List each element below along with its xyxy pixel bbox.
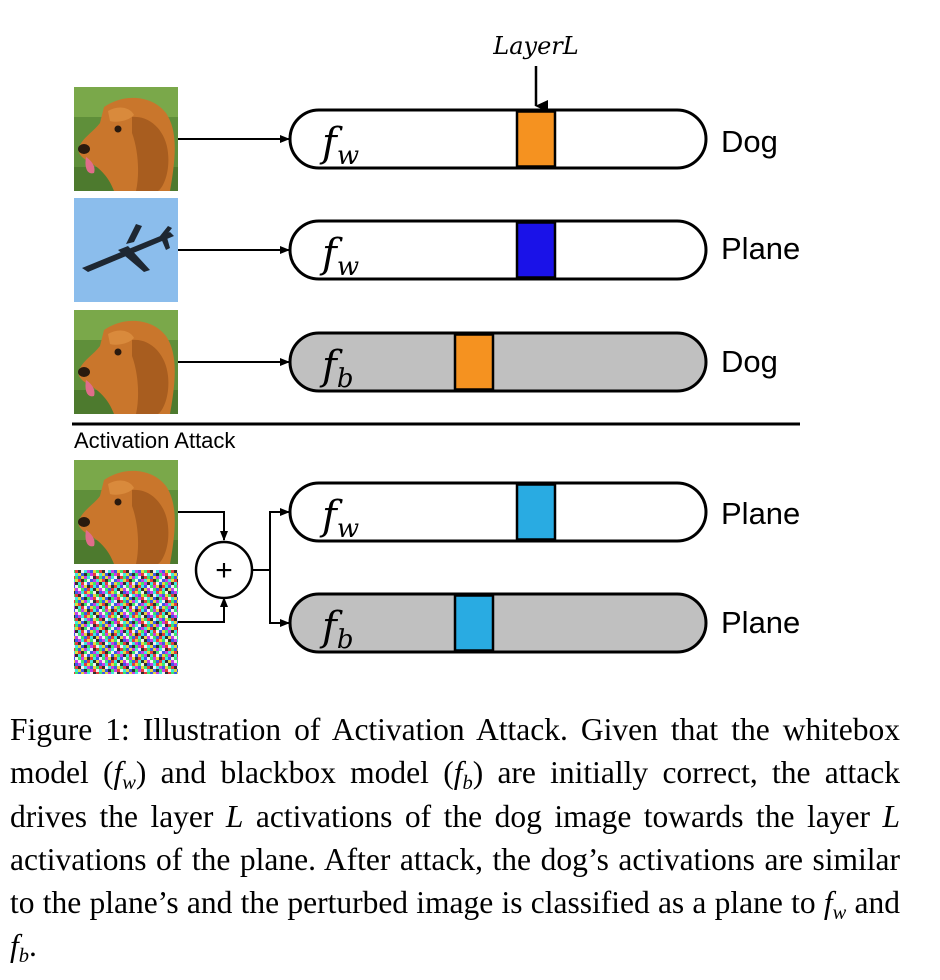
- model-label: fw: [319, 120, 359, 171]
- noise-image: [74, 570, 178, 674]
- branch-to-whitebox: [269, 508, 290, 570]
- activation-layer: [453, 333, 495, 391]
- dog-image: [74, 460, 178, 564]
- whitebox-model-body: [288, 219, 708, 281]
- output-label: Plane: [721, 605, 800, 640]
- activation-layer: [515, 221, 557, 279]
- branch-to-blackbox: [269, 570, 290, 627]
- row-1: fw Dog: [74, 87, 778, 191]
- row-2: fw Plane: [74, 198, 800, 302]
- dog-to-plus-arrow: [178, 511, 228, 541]
- model-label: fw: [319, 231, 359, 282]
- figure-caption: Figure 1: Illustration of Activation Att…: [10, 712, 900, 968]
- output-label: Dog: [721, 344, 778, 379]
- activation-layer: [453, 594, 495, 652]
- blackbox-model-body: [288, 592, 708, 654]
- dog-image: [74, 310, 178, 414]
- blackbox-model-body: [288, 331, 708, 393]
- row-3: fb Dog: [74, 310, 778, 414]
- output-label: Plane: [721, 496, 800, 531]
- layer-label: LayerL: [492, 32, 578, 60]
- noise-to-plus-arrow: [178, 597, 228, 623]
- whitebox-model-body: [288, 481, 708, 543]
- output-label: Plane: [721, 231, 800, 266]
- activation-layer: [515, 110, 557, 168]
- whitebox-model-body: [288, 108, 708, 170]
- attack-section: + fw Plane fb Plane: [74, 460, 800, 674]
- dog-image: [74, 87, 178, 191]
- activation-layer: [515, 483, 557, 541]
- output-label: Dog: [721, 124, 778, 159]
- figure: LayerL fw Dog fw Plane fb Dog Activation…: [72, 32, 800, 674]
- section-label: Activation Attack: [74, 428, 236, 453]
- plane-image: [74, 198, 178, 302]
- plus-symbol: +: [215, 554, 233, 587]
